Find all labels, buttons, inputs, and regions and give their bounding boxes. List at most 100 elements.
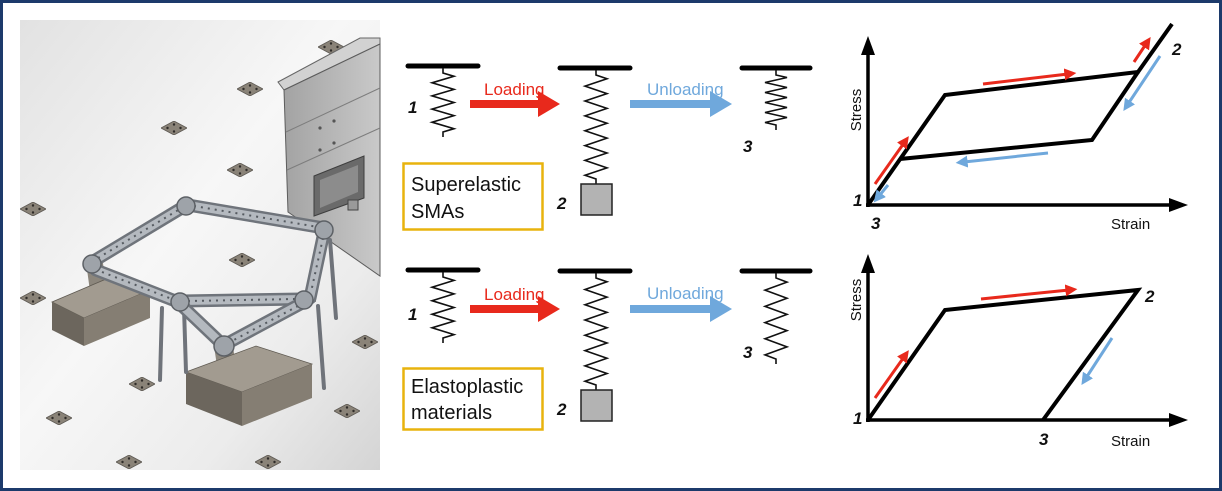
loading-arrow-shaft [470,305,540,313]
box-bolt [318,148,322,152]
box-bolt [318,126,322,130]
box-bolt [332,141,336,145]
support-side-face [84,290,150,346]
leg-rod [328,238,338,320]
unloading-arrow [630,296,732,322]
material-label-box [402,162,544,231]
loading-direction-arrow [982,68,1077,86]
leg-rod [182,306,188,374]
load-unload-curve [866,287,1143,422]
state-label-2: 2 [556,400,567,419]
material-label-line-2: SMAs [411,201,464,223]
box-seam [286,127,381,171]
box-bolt [332,119,336,123]
point-label-3: 3 [1039,430,1049,449]
loading-arrow-head [538,91,560,117]
frame-joint [314,220,334,240]
box-window-inner [320,165,358,208]
loading-label: Loading [484,80,545,99]
y-axis-label: Stress [848,89,865,132]
x-axis-label: Strain [1111,433,1150,450]
unloading-arrow-head [710,296,732,322]
spring [582,273,610,390]
x-axis-arrowhead [1169,198,1188,212]
material-label-box [402,367,544,431]
unloading-label: Unloading [647,284,724,303]
loading-direction-arrow [873,350,909,399]
leg-rod [316,304,326,390]
spring [764,70,788,130]
loading-arrow-head [538,296,560,322]
spring-row-superelastic: 1 Loading 2 Unloading 3 Superelastic SMA… [402,63,813,231]
frame-joint [82,254,102,274]
state-label-2: 2 [556,194,567,213]
point-label-1: 1 [853,409,862,428]
point-label-3: 3 [871,214,881,233]
loading-label: Loading [484,285,545,304]
spring [762,273,790,364]
x-axis-arrowhead [1169,413,1188,427]
unloading-label: Unloading [647,80,724,99]
spring [429,272,457,343]
loading-arrow-shaft [470,100,540,108]
state-label-3: 3 [743,137,753,156]
truss-legs [158,238,338,390]
support-front-face [186,372,242,426]
left-support [51,256,151,346]
beam-face [178,295,306,305]
support-side-face [242,364,312,426]
box-bracket [347,199,359,211]
loading-direction-arrow [980,284,1078,301]
box-seam [285,87,381,133]
point-label-1: 1 [853,191,862,210]
spring [429,68,457,137]
beam-face [176,300,226,348]
point-label-2: 2 [1171,40,1182,59]
truss-frame [82,196,334,357]
frame-joint [176,196,196,216]
loading-direction-arrow [1132,37,1151,63]
frame-joint [294,290,314,310]
material-label-line-1: Superelastic [411,174,521,196]
frame-joint [170,292,190,312]
hanging-weight [580,183,613,216]
beam-face [184,201,328,232]
unloading-direction-arrow [955,151,1049,168]
y-axis-arrowhead [861,36,875,55]
unloading-arrow [630,91,732,117]
y-axis-label: Stress [848,279,865,322]
y-axis-arrowhead [861,254,875,273]
unloading-curve [899,70,1140,161]
unloading-direction-arrow [873,184,890,203]
state-label-1: 1 [408,98,417,117]
material-label-line-2: materials [411,402,492,424]
unloading-arrow-shaft [630,305,712,313]
loading-direction-arrow [873,136,909,185]
loading-arrow [470,91,560,117]
unloading-direction-arrow [1081,337,1114,386]
spring [582,70,610,184]
spring-row-elastoplastic: 1 Loading 2 Unloading 3 Elastoplastic ma… [402,267,813,431]
leg-rod [158,306,164,382]
support-front-face [52,302,84,346]
unloading-arrow-head [710,91,732,117]
box-side-face [283,43,381,277]
unloading-direction-arrow [1123,55,1162,111]
enclosure-box [277,37,381,277]
hanging-weight [580,389,613,422]
bottom-support [184,340,314,426]
beam-perforations [97,208,181,259]
stress-strain-plot-elastoplastic: Stress Strain 1 3 2 [848,254,1188,450]
state-label-3: 3 [743,343,753,362]
point-label-2: 2 [1144,287,1155,306]
state-label-1: 1 [408,305,417,324]
cad-render-panel [20,20,381,470]
unloading-arrow-shaft [630,100,712,108]
beam-face [88,202,189,266]
material-label-line-1: Elastoplastic [411,376,523,398]
x-axis-label: Strain [1111,216,1150,233]
box-top-face [277,37,381,91]
frame-joint [213,335,235,357]
